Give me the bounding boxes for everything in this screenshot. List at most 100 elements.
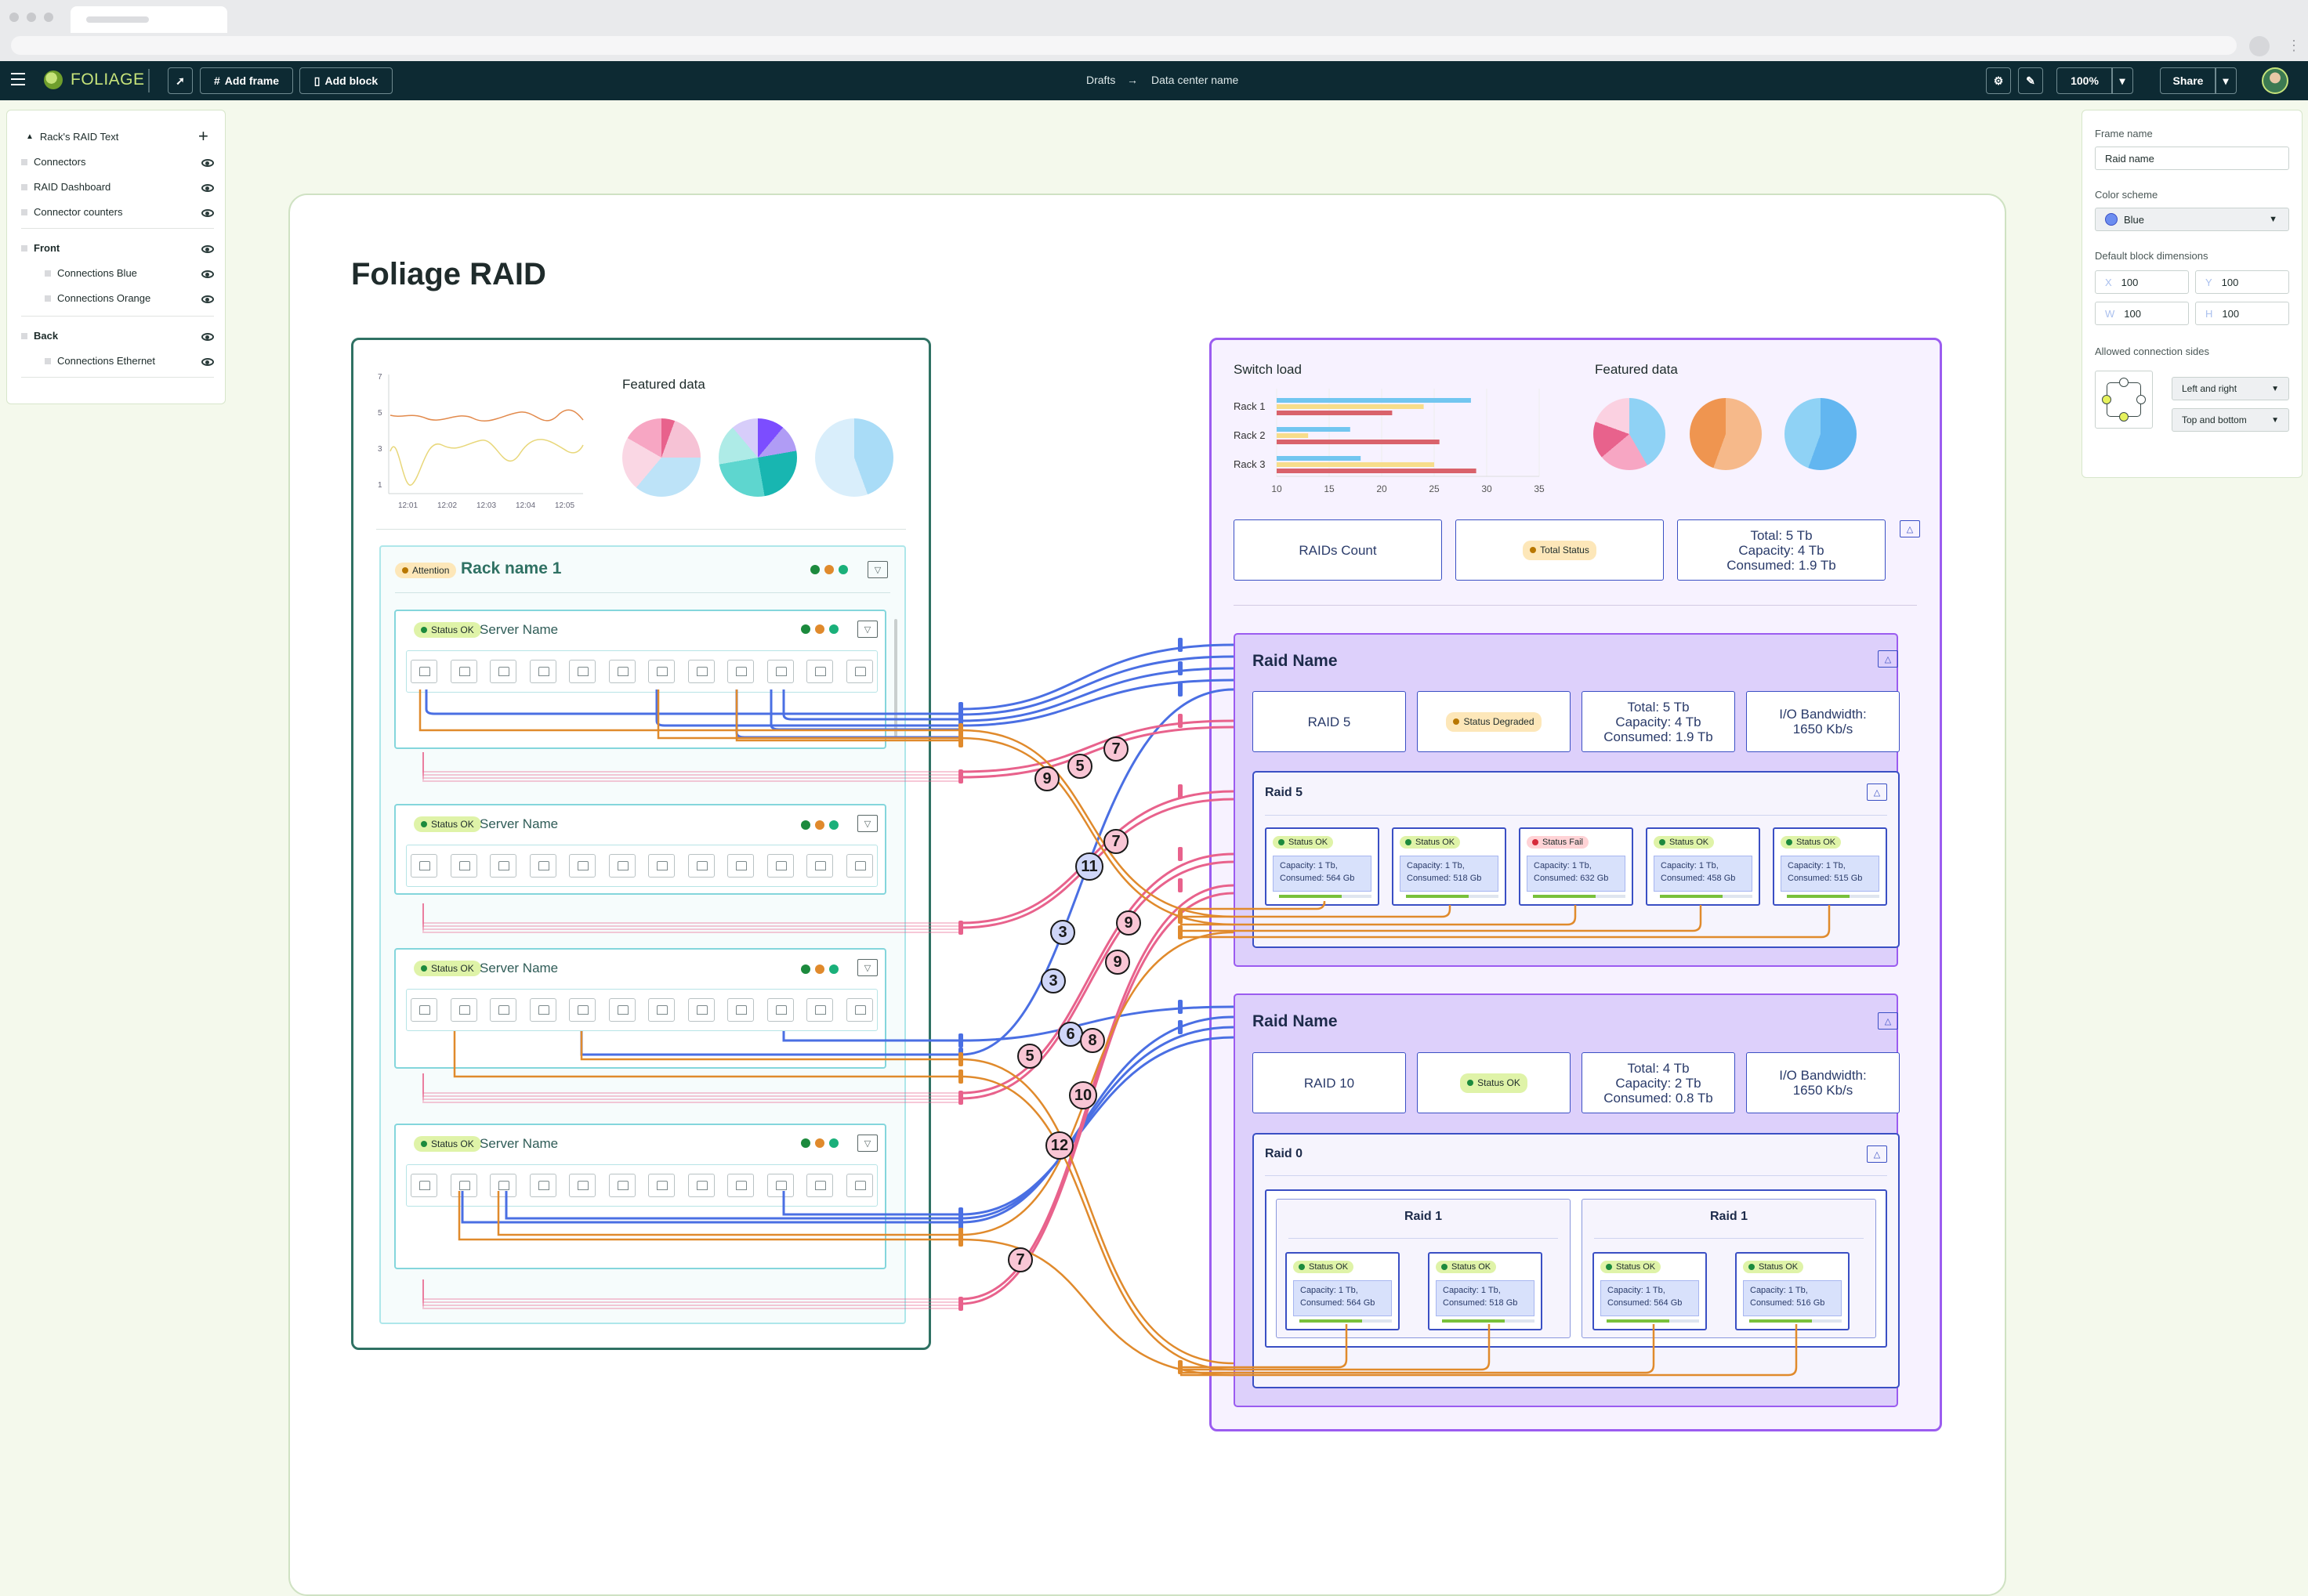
side-select-2[interactable]: Top and bottom▼ [2172, 408, 2289, 432]
add-layer-icon[interactable]: + [198, 126, 208, 146]
connector-counter-badge[interactable]: 7 [1103, 736, 1129, 762]
eye-icon[interactable] [201, 184, 214, 192]
port-icon[interactable] [490, 660, 516, 683]
port-icon[interactable] [648, 998, 675, 1022]
side-select-1[interactable]: Left and right▼ [2172, 377, 2289, 400]
connector-counter-badge[interactable]: 3 [1050, 920, 1075, 945]
eye-icon[interactable] [201, 295, 214, 303]
browser-menu-icon[interactable]: ⋮ [2287, 38, 2301, 53]
layer-connections-orange[interactable]: Connections Orange [45, 292, 150, 304]
breadcrumb-drafts[interactable]: Drafts [1086, 74, 1116, 86]
port-icon[interactable] [846, 854, 873, 878]
share-dropdown[interactable]: ▾ [2215, 67, 2237, 94]
port-icon[interactable] [450, 998, 477, 1022]
layer-front[interactable]: Front [21, 242, 60, 254]
raid-collapse-button[interactable]: △ [1878, 650, 1898, 668]
bottom-handle[interactable] [2119, 412, 2129, 422]
connector-counter-badge[interactable]: 5 [1017, 1044, 1042, 1069]
raid-status-card[interactable]: Status OK [1417, 1052, 1571, 1113]
raid-collapse-button[interactable]: △ [1878, 1012, 1898, 1030]
total-status-card[interactable]: Total Status [1455, 519, 1664, 581]
select-tool-button[interactable]: ➚ [168, 67, 193, 94]
port-icon[interactable] [450, 854, 477, 878]
connector-counter-badge[interactable]: 11 [1075, 852, 1103, 881]
port-icon[interactable] [806, 998, 833, 1022]
raid-group-collapse-button[interactable]: △ [1867, 1145, 1887, 1163]
port-icon[interactable] [766, 998, 794, 1022]
dashboard-collapse-button[interactable]: △ [1900, 520, 1920, 537]
window-zoom-icon[interactable] [44, 13, 53, 22]
port-icon[interactable] [450, 660, 477, 683]
port-icon[interactable] [687, 998, 715, 1022]
window-minimize-icon[interactable] [27, 13, 36, 22]
frame-name-input[interactable]: Raid name [2095, 147, 2289, 170]
eye-icon[interactable] [201, 209, 214, 217]
port-icon[interactable] [806, 854, 833, 878]
eye-icon[interactable] [201, 358, 214, 366]
server-collapse-button[interactable]: ▽ [857, 959, 878, 976]
port-icon[interactable] [529, 998, 556, 1022]
connector-counter-badge[interactable]: 12 [1045, 1131, 1074, 1160]
zoom-level[interactable]: 100% [2056, 67, 2113, 94]
layer-connections-ethernet[interactable]: Connections Ethernet [45, 355, 155, 367]
layer-back[interactable]: Back [21, 330, 58, 342]
port-icon[interactable] [411, 854, 437, 878]
share-button[interactable]: Share [2160, 67, 2216, 94]
connector-counter-badge[interactable]: 8 [1080, 1028, 1105, 1053]
rack-scrollbar[interactable] [894, 619, 897, 736]
port-icon[interactable] [648, 854, 675, 878]
layer-connectors[interactable]: Connectors [21, 156, 85, 168]
port-icon[interactable] [569, 1174, 596, 1197]
rack-collapse-button[interactable]: ▽ [868, 561, 888, 578]
window-close-icon[interactable] [9, 13, 19, 22]
port-icon[interactable] [846, 1174, 873, 1197]
port-icon[interactable] [608, 1174, 636, 1197]
port-icon[interactable] [727, 998, 754, 1022]
port-icon[interactable] [727, 660, 754, 683]
raid-bandwidth-card[interactable]: I/O Bandwidth:1650 Kb/s [1746, 1052, 1900, 1113]
connection-sides-diagram[interactable] [2095, 371, 2153, 429]
layer-root[interactable]: ▲Rack's RAID Text [26, 131, 118, 143]
raid-group-collapse-button[interactable]: △ [1867, 784, 1887, 801]
eye-icon[interactable] [201, 270, 214, 278]
connector-counter-badge[interactable]: 5 [1067, 754, 1092, 779]
port-icon[interactable] [687, 660, 715, 683]
port-icon[interactable] [806, 660, 833, 683]
port-icon[interactable] [648, 660, 675, 683]
raid-level-card[interactable]: RAID 10 [1252, 1052, 1406, 1113]
port-icon[interactable] [529, 1174, 556, 1197]
server-collapse-button[interactable]: ▽ [857, 815, 878, 832]
port-icon[interactable] [648, 1174, 675, 1197]
browser-profile-icon[interactable] [2249, 36, 2270, 56]
port-icon[interactable] [569, 854, 596, 878]
port-icon[interactable] [766, 660, 794, 683]
port-icon[interactable] [608, 854, 636, 878]
hamburger-menu-icon[interactable] [11, 73, 25, 85]
port-icon[interactable] [411, 660, 437, 683]
port-icon[interactable] [766, 854, 794, 878]
connector-counter-badge[interactable]: 6 [1058, 1022, 1083, 1047]
port-icon[interactable] [846, 660, 873, 683]
right-handle[interactable] [2136, 395, 2146, 404]
port-icon[interactable] [490, 998, 516, 1022]
port-icon[interactable] [529, 660, 556, 683]
port-icon[interactable] [727, 854, 754, 878]
port-icon[interactable] [687, 1174, 715, 1197]
eye-icon[interactable] [201, 159, 214, 167]
address-bar[interactable] [11, 36, 2237, 55]
port-icon[interactable] [411, 1174, 437, 1197]
port-icon[interactable] [569, 998, 596, 1022]
connector-counter-badge[interactable]: 10 [1069, 1081, 1097, 1109]
